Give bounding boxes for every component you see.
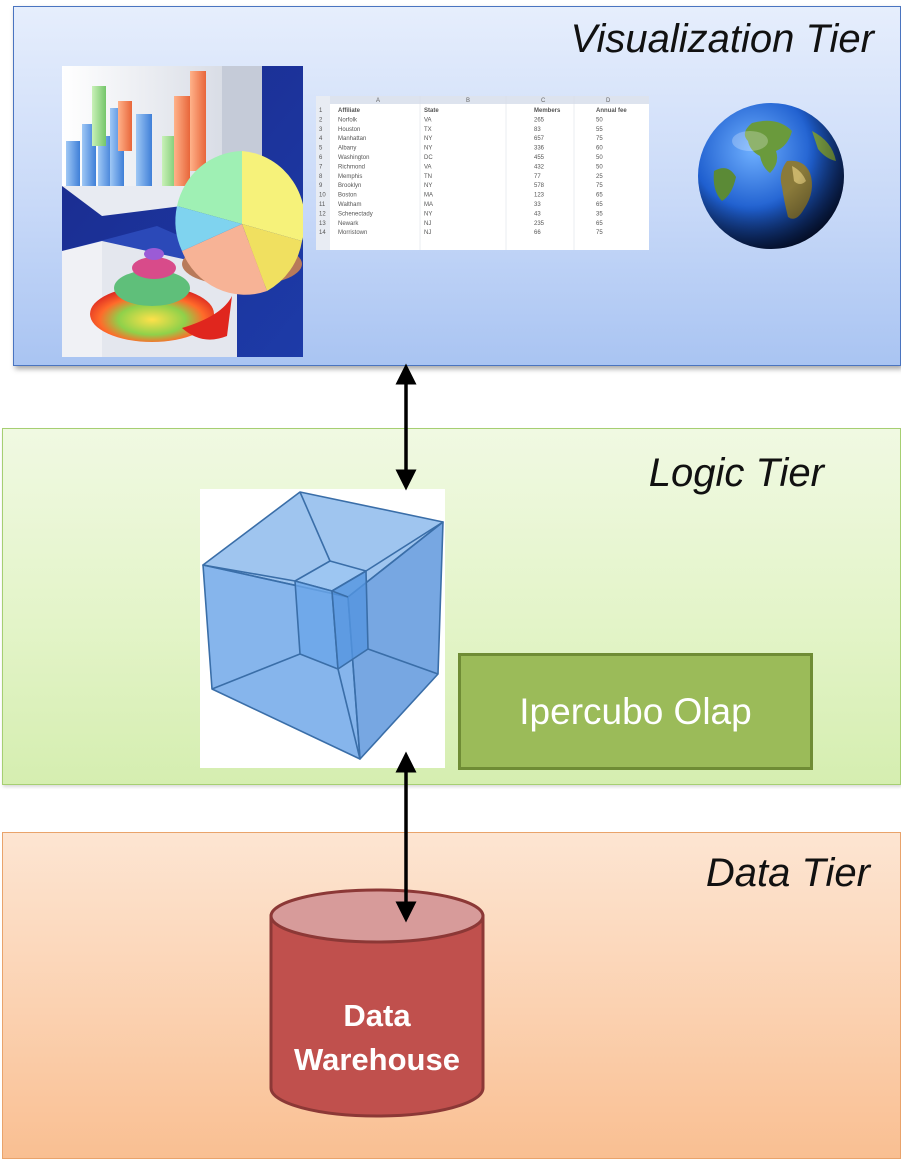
sheet-cell: 33 <box>534 202 541 208</box>
sheet-cell: NY <box>424 146 432 152</box>
sheet-cell: 578 <box>534 183 545 189</box>
spreadsheet-icon: A B C D 1 Affiliate State Members Annual fee 2 No… <box>316 96 649 250</box>
sheet-row-number: 6 <box>319 155 323 161</box>
sheet-column-letter: A <box>376 98 380 104</box>
3d-charts-icon <box>62 66 303 357</box>
sheet-cell: NY <box>424 136 432 142</box>
sheet-cell: 75 <box>596 230 603 236</box>
sheet-cell: 35 <box>596 211 603 217</box>
sheet-row-number: 14 <box>319 230 326 236</box>
sheet-row-number: 13 <box>319 221 326 227</box>
sheet-cell: Newark <box>338 221 359 227</box>
sheet-cell: TX <box>424 127 432 133</box>
sheet-cell: Houston <box>338 127 360 133</box>
sheet-cell: NY <box>424 183 432 189</box>
visualization-tier-title: Visualization Tier <box>570 17 875 61</box>
sheet-cell: 657 <box>534 136 545 142</box>
sheet-cell: MA <box>424 202 433 208</box>
sheet-cell: 50 <box>596 155 603 161</box>
sheet-cell: 50 <box>596 117 603 123</box>
sheet-header-cell: Affiliate <box>338 108 361 114</box>
sheet-cell: 432 <box>534 164 545 170</box>
sheet-header-cell: Annual fee <box>596 108 627 114</box>
sheet-cell: 75 <box>596 136 603 142</box>
data-tier-title: Data Tier <box>705 851 870 895</box>
sheet-row-number: 10 <box>319 193 326 199</box>
sheet-cell: VA <box>424 164 432 170</box>
logic-tier-title: Logic Tier <box>648 451 824 495</box>
sheet-cell: NJ <box>424 221 431 227</box>
sheet-cell: Morristown <box>338 230 367 236</box>
hypercube-icon <box>200 489 445 768</box>
sheet-cell: 60 <box>596 146 603 152</box>
sheet-cell: VA <box>424 117 432 123</box>
sheet-cell: NY <box>424 211 432 217</box>
sheet-row-number: 2 <box>319 117 323 123</box>
sheet-cell: MA <box>424 193 433 199</box>
sheet-cell: Albany <box>338 146 356 152</box>
sheet-cell: Memphis <box>338 174 362 180</box>
sheet-cell: Schenectady <box>338 211 373 217</box>
sheet-cell: 25 <box>596 174 603 180</box>
sheet-cell: Manhattan <box>338 136 366 142</box>
sheet-cell: 265 <box>534 117 545 123</box>
sheet-row-number: 9 <box>319 183 323 189</box>
sheet-cell: 336 <box>534 146 545 152</box>
sheet-cell: 50 <box>596 164 603 170</box>
sheet-cell: Richmond <box>338 164 365 170</box>
data-warehouse-line1: Data <box>343 998 411 1033</box>
sheet-cell: 123 <box>534 193 545 199</box>
sheet-row-number: 7 <box>319 164 323 170</box>
sheet-cell: 65 <box>596 221 603 227</box>
sheet-cell: 83 <box>534 127 541 133</box>
data-warehouse-label: Data Warehouse <box>268 994 486 1082</box>
sheet-cell: 43 <box>534 211 541 217</box>
data-warehouse-line2: Warehouse <box>294 1042 460 1077</box>
sheet-row-number: 4 <box>319 136 323 142</box>
sheet-cell: 455 <box>534 155 545 161</box>
sheet-cell: TN <box>424 174 432 180</box>
sheet-cell: 66 <box>534 230 541 236</box>
sheet-cell: 77 <box>534 174 541 180</box>
sheet-row-number: 1 <box>319 108 323 114</box>
sheet-header-cell: State <box>424 108 439 114</box>
sheet-cell: Waltham <box>338 202 361 208</box>
sheet-cell: Brooklyn <box>338 183 361 189</box>
sheet-row-number: 5 <box>319 146 323 152</box>
sheet-cell: 75 <box>596 183 603 189</box>
sheet-cell: Boston <box>338 193 357 199</box>
globe-icon <box>698 103 844 249</box>
sheet-cell: 65 <box>596 193 603 199</box>
ipercubo-olap-label: Ipercubo Olap <box>519 690 752 732</box>
sheet-column-letter: C <box>541 98 546 104</box>
sheet-row-number: 8 <box>319 174 323 180</box>
database-cylinder-icon <box>269 888 485 1118</box>
sheet-cell: 235 <box>534 221 545 227</box>
sheet-cell: Norfolk <box>338 117 358 123</box>
sheet-row-number: 3 <box>319 127 323 133</box>
sheet-column-letter: B <box>466 98 470 104</box>
sheet-header-cell: Members <box>534 108 561 114</box>
sheet-cell: Washington <box>338 155 369 161</box>
sheet-cell: 65 <box>596 202 603 208</box>
sheet-row-number: 12 <box>319 211 326 217</box>
sheet-cell: NJ <box>424 230 431 236</box>
sheet-row-number: 11 <box>319 202 326 208</box>
sheet-column-letter: D <box>606 98 611 104</box>
ipercubo-olap-box: Ipercubo Olap <box>458 653 813 770</box>
sheet-cell: 55 <box>596 127 603 133</box>
sheet-cell: DC <box>424 155 433 161</box>
